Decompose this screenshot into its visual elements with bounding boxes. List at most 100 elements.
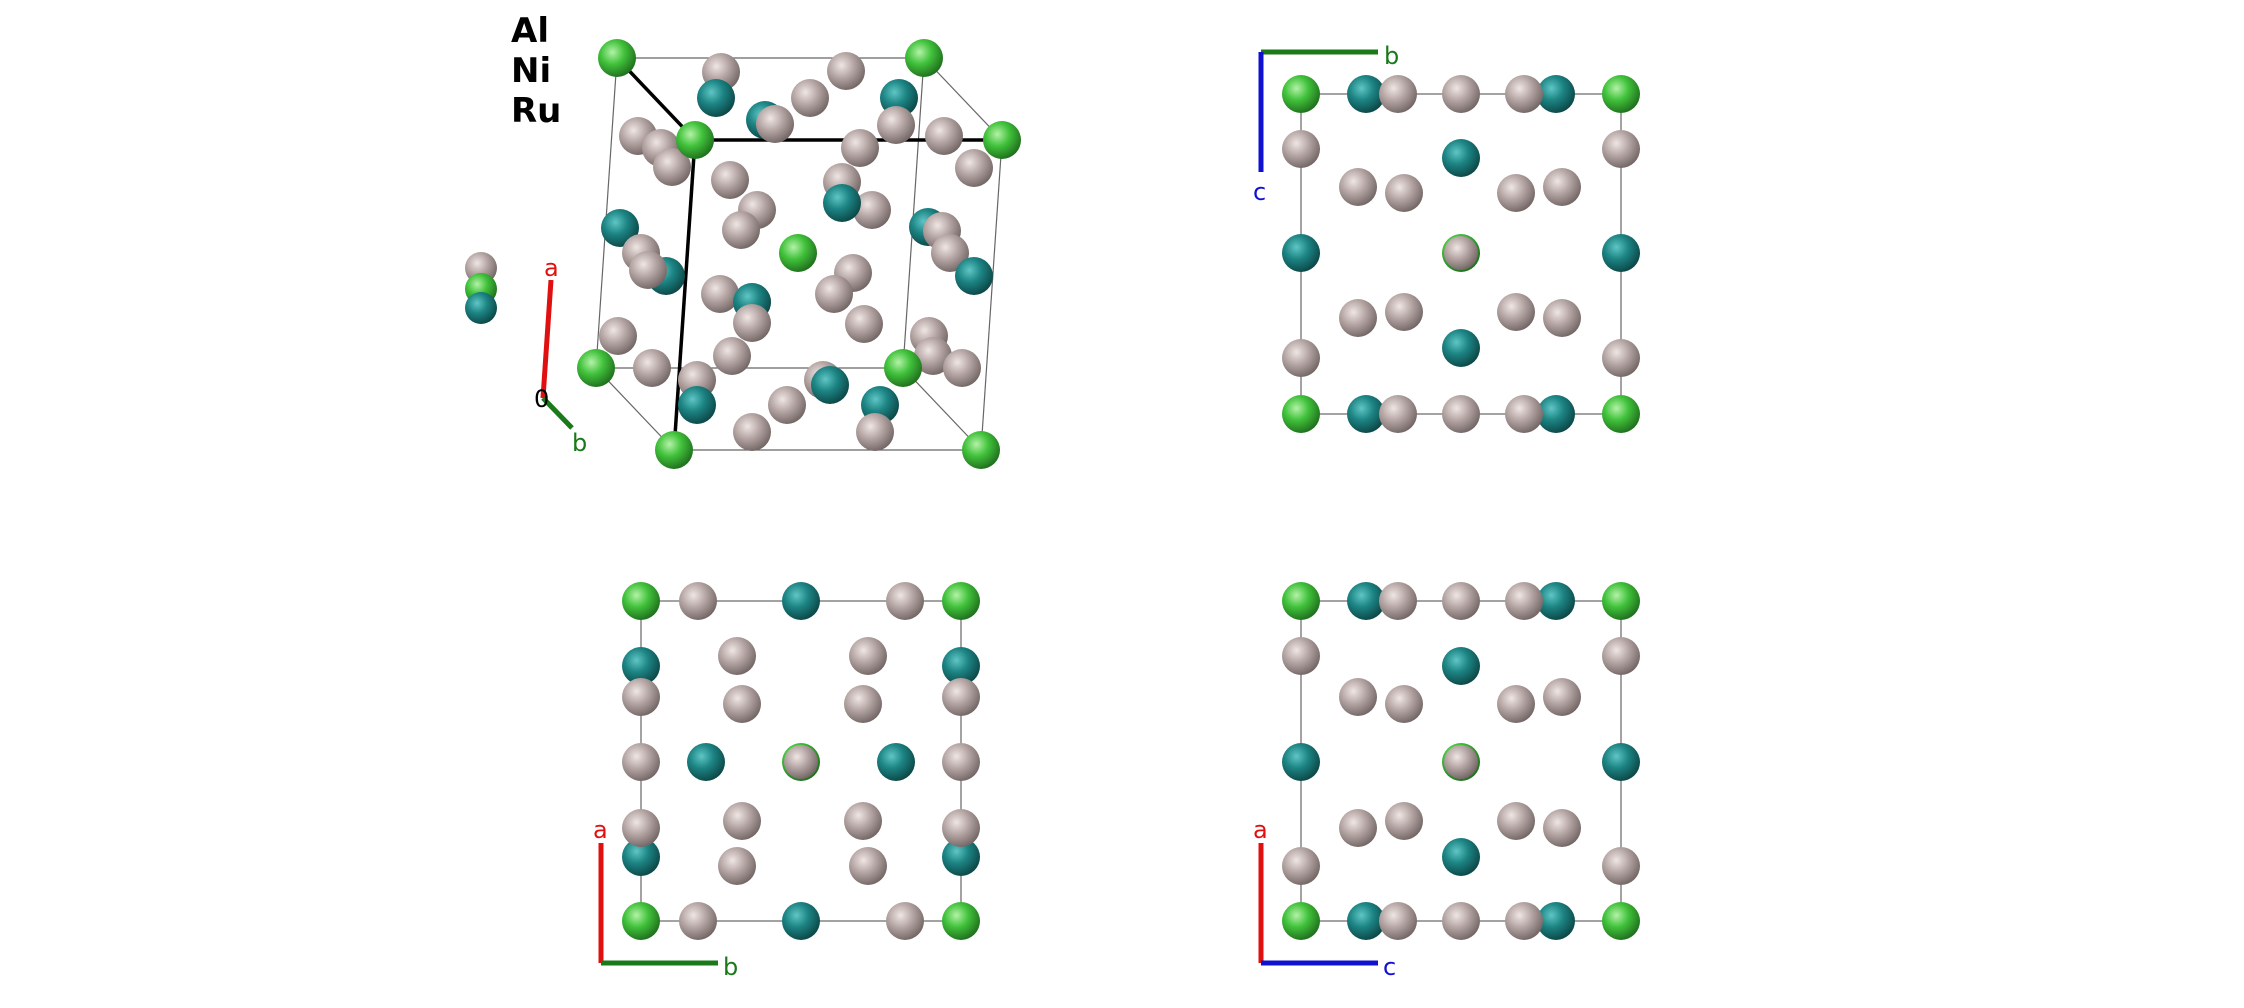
atom-al (877, 106, 915, 144)
atom-al (723, 685, 761, 723)
element-legend: Al Ni Ru (465, 11, 561, 324)
atom-ru (622, 902, 660, 940)
legend-item-al: Al (511, 11, 549, 51)
atom-al (622, 743, 660, 781)
atom-ni (678, 386, 716, 424)
atom-ni (1282, 743, 1320, 781)
atom-al (1602, 339, 1640, 377)
axis-a-line (540, 279, 554, 399)
atom-ni (1537, 75, 1575, 113)
atom-al (841, 129, 879, 167)
atom-ru (905, 39, 943, 77)
atom-al (723, 802, 761, 840)
atom-al (713, 337, 751, 375)
atom-ni (1602, 234, 1640, 272)
atom-al (815, 275, 853, 313)
atom-al (653, 148, 691, 186)
atom-al (1442, 902, 1480, 940)
atom-ni (622, 838, 660, 876)
atom-al (1444, 745, 1478, 779)
atom-ni (601, 209, 639, 247)
atom-al (856, 413, 894, 451)
atom-al (679, 582, 717, 620)
atom-al (756, 105, 794, 143)
atom-ru (1282, 902, 1320, 940)
atom-al (622, 678, 660, 716)
atom-al (1385, 293, 1423, 331)
atom-al (943, 349, 981, 387)
perspective-view: a b 0 (534, 39, 1021, 469)
atom-al (1543, 168, 1581, 206)
atom-al (1543, 809, 1581, 847)
atom-al (733, 304, 771, 342)
atom-al (942, 678, 980, 716)
atom-al (1602, 130, 1640, 168)
atom-al (955, 149, 993, 187)
atom-ru (884, 349, 922, 387)
atom-al (733, 413, 771, 451)
atom-ru (577, 349, 615, 387)
axis-b-label: b (1384, 42, 1399, 70)
atom-al (1602, 847, 1640, 885)
atom-al (629, 251, 667, 289)
atom-al (633, 349, 671, 387)
perspective-axis-indicator: a b 0 (534, 254, 587, 457)
atom-al (827, 52, 865, 90)
atom-al (1282, 637, 1320, 675)
atom-al (1339, 168, 1377, 206)
atom-al (1442, 75, 1480, 113)
atom-ni (687, 743, 725, 781)
atom-al (844, 685, 882, 723)
atom-ni (1347, 75, 1385, 113)
atom-al (1339, 678, 1377, 716)
atom-al (1505, 902, 1543, 940)
atom-al (768, 386, 806, 424)
atom-al (1543, 299, 1581, 337)
atom-ni (697, 79, 735, 117)
atom-al (1497, 685, 1535, 723)
atom-ru (983, 121, 1021, 159)
atom-al (1505, 395, 1543, 433)
atom-ni (823, 184, 861, 222)
atom-ni (1537, 395, 1575, 433)
view-ac-axis-indicator: a c (1253, 816, 1396, 981)
atom-ni (1602, 743, 1640, 781)
atom-ni (1442, 647, 1480, 685)
atom-al (1505, 75, 1543, 113)
atom-ru (1602, 75, 1640, 113)
atom-al (599, 317, 637, 355)
atom-al (722, 211, 760, 249)
atom-ni (877, 743, 915, 781)
atom-al (1282, 130, 1320, 168)
atom-al (1385, 174, 1423, 212)
atom-al (844, 802, 882, 840)
axis-a-label: a (1253, 816, 1268, 844)
axis-c-label: c (1253, 178, 1266, 206)
atom-al (1602, 637, 1640, 675)
atom-al (942, 743, 980, 781)
atom-al (1385, 802, 1423, 840)
atom-ru (962, 431, 1000, 469)
axis-b-label: b (572, 429, 587, 457)
atom-ru (1602, 902, 1640, 940)
atom-al (886, 582, 924, 620)
atom-ru (942, 582, 980, 620)
atom-al (1444, 236, 1478, 270)
atom-ru (1602, 582, 1640, 620)
atom-ni (1347, 902, 1385, 940)
atom-al (718, 847, 756, 885)
atom-al (853, 191, 891, 229)
atom-al (1379, 902, 1417, 940)
view-ac: a c (1253, 582, 1640, 981)
axis-b-label: b (723, 953, 738, 981)
axis-a-label: a (593, 816, 608, 844)
atom-al (931, 234, 969, 272)
axis-a-label: a (544, 254, 559, 282)
atom-ni (942, 647, 980, 685)
atom-al (925, 117, 963, 155)
atom-al (849, 847, 887, 885)
atom-al (1282, 847, 1320, 885)
atom-ru (655, 431, 693, 469)
atom-al (849, 637, 887, 675)
atom-ru (1282, 395, 1320, 433)
